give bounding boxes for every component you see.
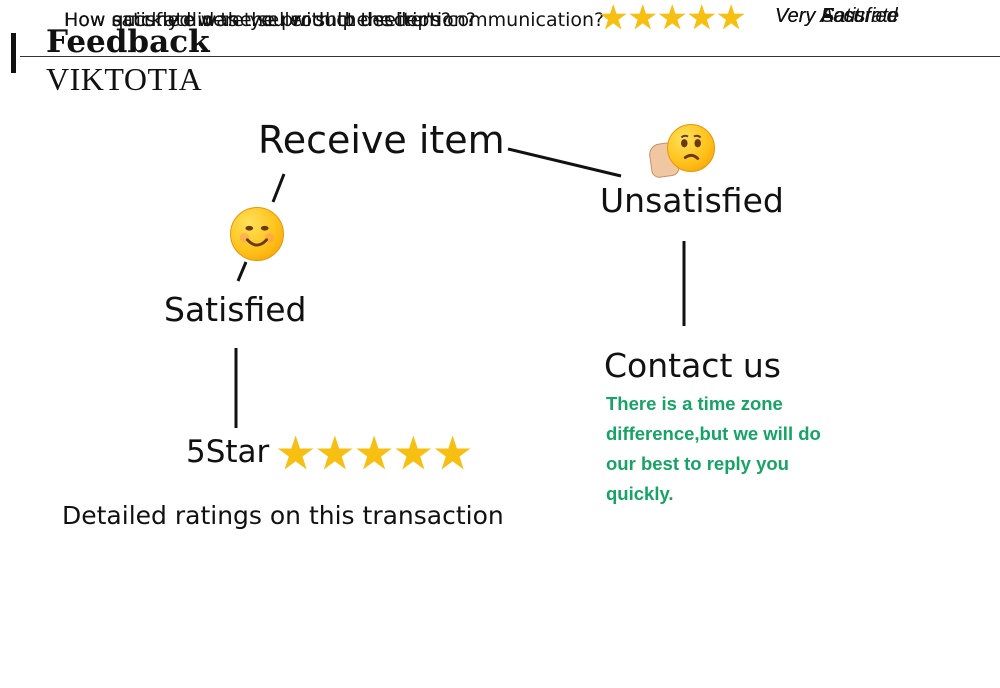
- smiling-face-icon-drawing: [239, 225, 275, 247]
- sad-face-icon-drawing: [680, 134, 702, 160]
- rating-question: How satisfied were you with the seller's…: [64, 9, 605, 31]
- five-star-label: 5Star: [186, 434, 270, 470]
- sad-face-icon: [667, 124, 715, 172]
- unsatisfied-label: Unsatisfied: [600, 181, 784, 220]
- receive-to-unsatisfied-line: [507, 147, 622, 178]
- rating-row-description: How accurate was the product description…: [0, 0, 1000, 42]
- detailed-ratings-title: Detailed ratings on this transaction: [62, 501, 504, 530]
- brand-name: VIKTOTIA: [46, 61, 203, 97]
- smile-to-satisfied-line: [236, 261, 248, 282]
- receive-to-smile-line: [271, 173, 286, 203]
- star-rating-icons: ★★★★★: [598, 0, 746, 38]
- header-accent-bar: [11, 33, 16, 73]
- five-star-rating-icons: ★★★★★: [275, 426, 473, 480]
- page-title: Feedback: [46, 24, 210, 60]
- smiling-face-icon: [230, 207, 284, 261]
- receive-item-label: Receive item: [258, 118, 505, 162]
- contact-us-label: Contact us: [604, 346, 781, 385]
- rating-answer: Very Satisfied: [775, 5, 898, 27]
- rating-answer: Very Fast: [775, 5, 860, 27]
- contact-note: There is a time zone difference,but we w…: [606, 393, 821, 504]
- star-rating-icons: ★★★★★: [598, 0, 746, 38]
- rating-answer: Very Accurate: [775, 5, 900, 27]
- star-rating-icons: ★★★★★: [598, 0, 746, 38]
- rating-row-communication: How satisfied were you with the seller's…: [0, 0, 1000, 42]
- rating-row-shipping: How quickly did the seller ship the item…: [0, 0, 1000, 42]
- header-divider: [20, 56, 1000, 57]
- rating-question: How accurate was the product description…: [64, 9, 476, 31]
- satisfied-label: Satisfied: [164, 290, 307, 329]
- rating-question: How quickly did the seller ship the item…: [64, 9, 451, 31]
